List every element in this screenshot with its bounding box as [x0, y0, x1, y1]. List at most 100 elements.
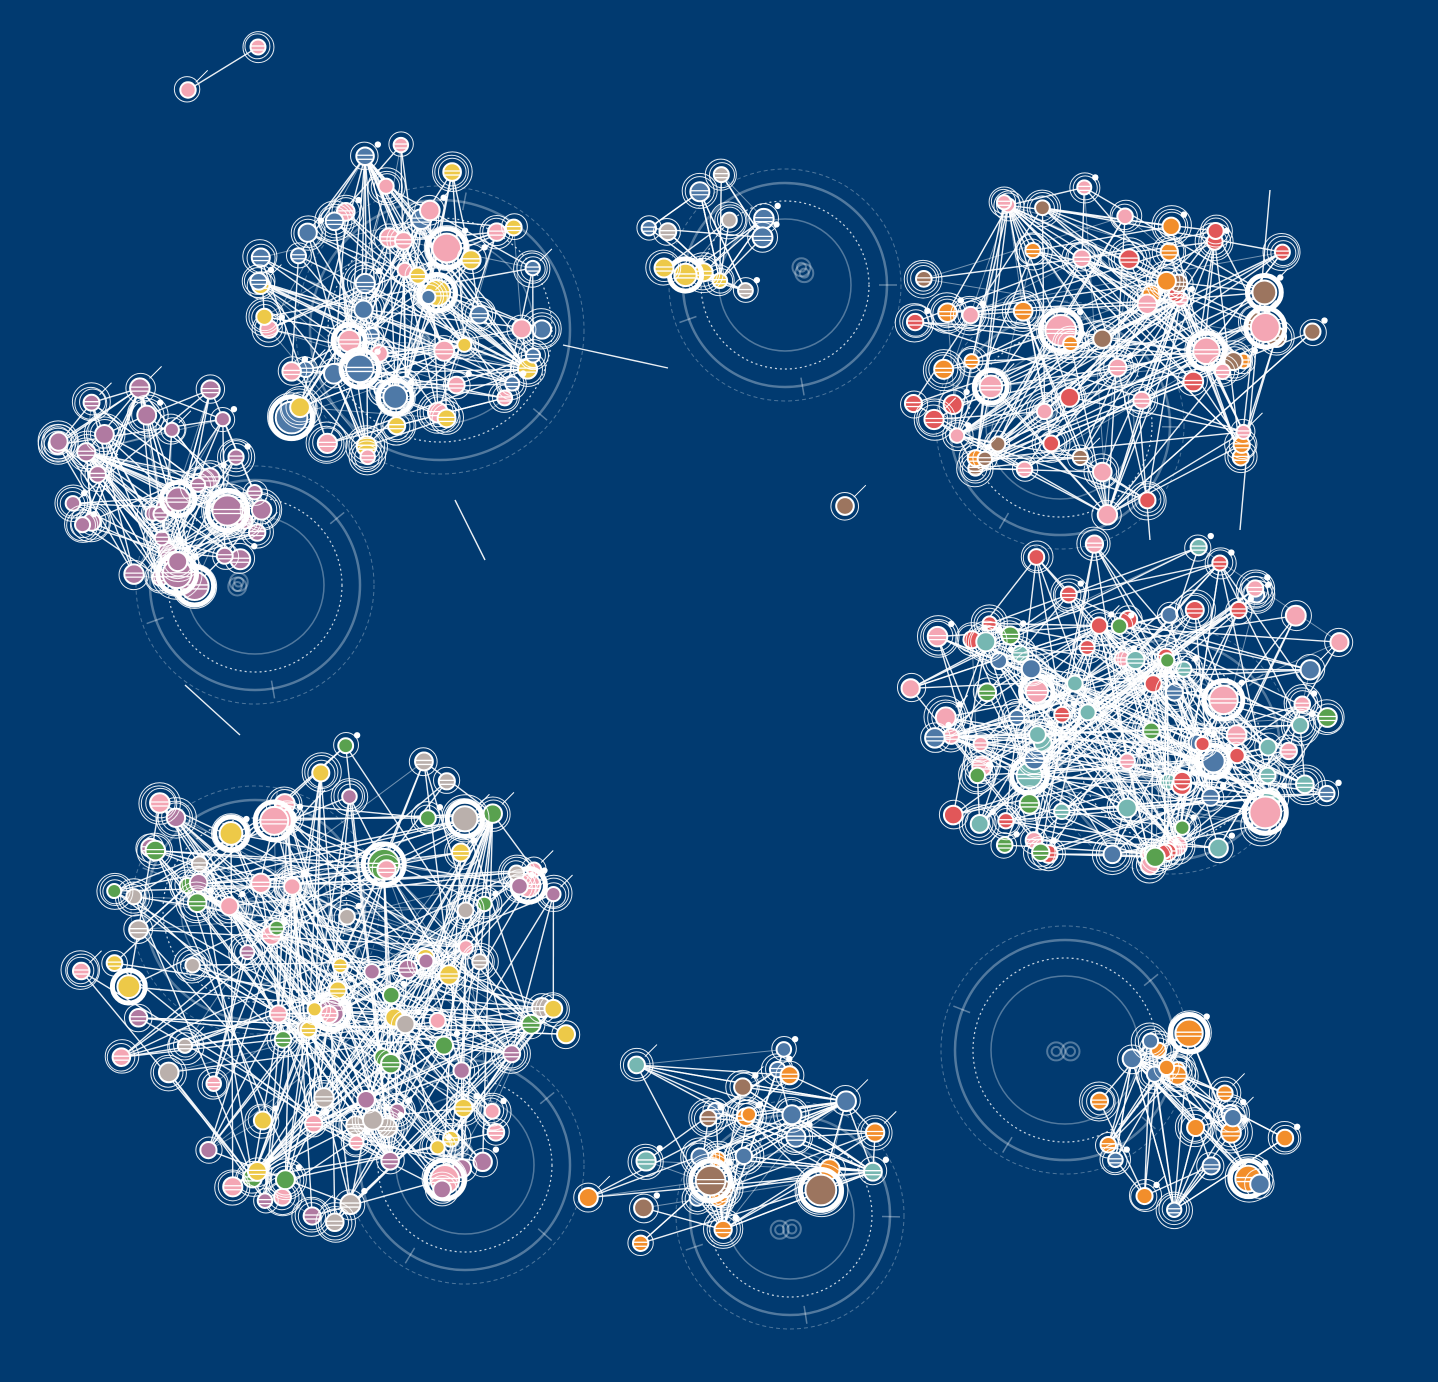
graph-node[interactable]	[1083, 453, 1120, 490]
graph-node[interactable]	[195, 374, 226, 404]
graph-node[interactable]	[1312, 779, 1342, 807]
graph-node[interactable]	[1016, 715, 1057, 756]
graph-node[interactable]	[1083, 605, 1120, 643]
graph-node[interactable]	[515, 1009, 546, 1040]
graph-node[interactable]	[365, 1106, 408, 1149]
graph-node[interactable]	[338, 342, 386, 390]
graph-node[interactable]	[245, 297, 285, 337]
graph-node[interactable]	[1091, 492, 1130, 531]
graph-node[interactable]	[277, 355, 309, 386]
graph-node[interactable]	[950, 295, 990, 336]
graph-node[interactable]	[1208, 1073, 1246, 1110]
graph-node[interactable]	[732, 276, 761, 303]
graph-node[interactable]	[1153, 1054, 1180, 1081]
graph-node[interactable]	[330, 778, 369, 816]
graph-node[interactable]	[1164, 650, 1204, 689]
graph-node[interactable]	[376, 1145, 405, 1175]
graph-node[interactable]	[214, 1169, 251, 1206]
graph-node[interactable]	[290, 215, 327, 251]
graph-node[interactable]	[1223, 741, 1250, 769]
graph-node[interactable]	[1187, 724, 1222, 759]
graph-node[interactable]	[201, 483, 255, 537]
graph-node[interactable]	[961, 724, 999, 762]
graph-node[interactable]	[333, 732, 361, 758]
graph-node[interactable]	[246, 867, 277, 898]
graph-node[interactable]	[1163, 808, 1202, 846]
graph-node[interactable]	[1184, 328, 1228, 372]
graph-node[interactable]	[1201, 678, 1246, 722]
graph-node[interactable]	[1203, 832, 1236, 864]
graph-node[interactable]	[1069, 172, 1101, 204]
graph-node[interactable]	[242, 239, 278, 275]
graph-node[interactable]	[433, 766, 461, 794]
graph-node[interactable]	[241, 264, 276, 299]
graph-node[interactable]	[1091, 834, 1133, 876]
graph-node[interactable]	[830, 484, 867, 521]
graph-node[interactable]	[1130, 1022, 1169, 1061]
graph-node[interactable]	[1156, 601, 1184, 629]
graph-node[interactable]	[1022, 831, 1062, 871]
graph-node[interactable]	[732, 1099, 764, 1131]
graph-node[interactable]	[406, 941, 445, 980]
graph-node[interactable]	[709, 201, 748, 240]
graph-node[interactable]	[299, 994, 332, 1026]
graph-node[interactable]	[150, 1054, 187, 1092]
graph-node[interactable]	[1136, 838, 1173, 876]
graph-node[interactable]	[1071, 696, 1105, 730]
graph-node[interactable]	[894, 303, 935, 343]
graph-node[interactable]	[179, 466, 217, 505]
graph-node[interactable]	[629, 1192, 661, 1224]
graph-node[interactable]	[173, 69, 209, 103]
graph-node[interactable]	[1079, 1081, 1120, 1122]
graph-node[interactable]	[1244, 1168, 1275, 1199]
graph-node[interactable]	[473, 1092, 512, 1131]
graph-node[interactable]	[390, 1008, 422, 1040]
graph-node[interactable]	[285, 242, 312, 269]
graph-node[interactable]	[1001, 290, 1044, 332]
graph-node[interactable]	[173, 946, 211, 984]
graph-node[interactable]	[1167, 1010, 1212, 1055]
graph-node[interactable]	[922, 349, 965, 392]
graph-node[interactable]	[408, 747, 438, 777]
graph-node[interactable]	[1204, 547, 1237, 580]
graph-node[interactable]	[351, 1097, 396, 1141]
graph-node[interactable]	[990, 831, 1020, 859]
graph-node[interactable]	[376, 1048, 407, 1080]
graph-node[interactable]	[273, 865, 313, 907]
graph-node[interactable]	[858, 1156, 890, 1186]
graph-node[interactable]	[1206, 354, 1240, 387]
graph-node[interactable]	[167, 1026, 205, 1066]
graph-node[interactable]	[123, 1003, 153, 1033]
graph-node[interactable]	[456, 243, 488, 274]
graph-node[interactable]	[1114, 639, 1156, 681]
graph-node[interactable]	[460, 942, 499, 981]
graph-node[interactable]	[263, 908, 297, 941]
graph-node[interactable]	[348, 437, 387, 476]
graph-node[interactable]	[1076, 526, 1111, 561]
graph-node[interactable]	[1072, 632, 1105, 664]
graph-node[interactable]	[1155, 1191, 1194, 1230]
graph-node[interactable]	[423, 1007, 451, 1035]
graph-node[interactable]	[109, 967, 148, 1006]
graph-node[interactable]	[1294, 647, 1333, 685]
graph-node[interactable]	[1058, 667, 1092, 700]
graph-node[interactable]	[1099, 1143, 1132, 1176]
graph-node[interactable]	[104, 1039, 140, 1074]
graph-node[interactable]	[513, 248, 553, 288]
graph-node[interactable]	[80, 453, 119, 492]
graph-node[interactable]	[446, 1090, 482, 1127]
graph-node[interactable]	[992, 617, 1028, 652]
graph-node[interactable]	[636, 215, 662, 241]
graph-node[interactable]	[1217, 1096, 1254, 1133]
graph-node[interactable]	[303, 1075, 347, 1119]
graph-node[interactable]	[376, 405, 417, 446]
graph-node[interactable]	[388, 131, 414, 157]
graph-node[interactable]	[356, 955, 390, 989]
graph-node[interactable]	[376, 980, 407, 1010]
graph-node[interactable]	[428, 335, 460, 367]
graph-node[interactable]	[125, 366, 162, 404]
graph-node[interactable]	[1254, 732, 1283, 761]
graph-node[interactable]	[445, 890, 485, 930]
graph-node[interactable]	[1061, 238, 1102, 279]
graph-node[interactable]	[441, 793, 490, 843]
